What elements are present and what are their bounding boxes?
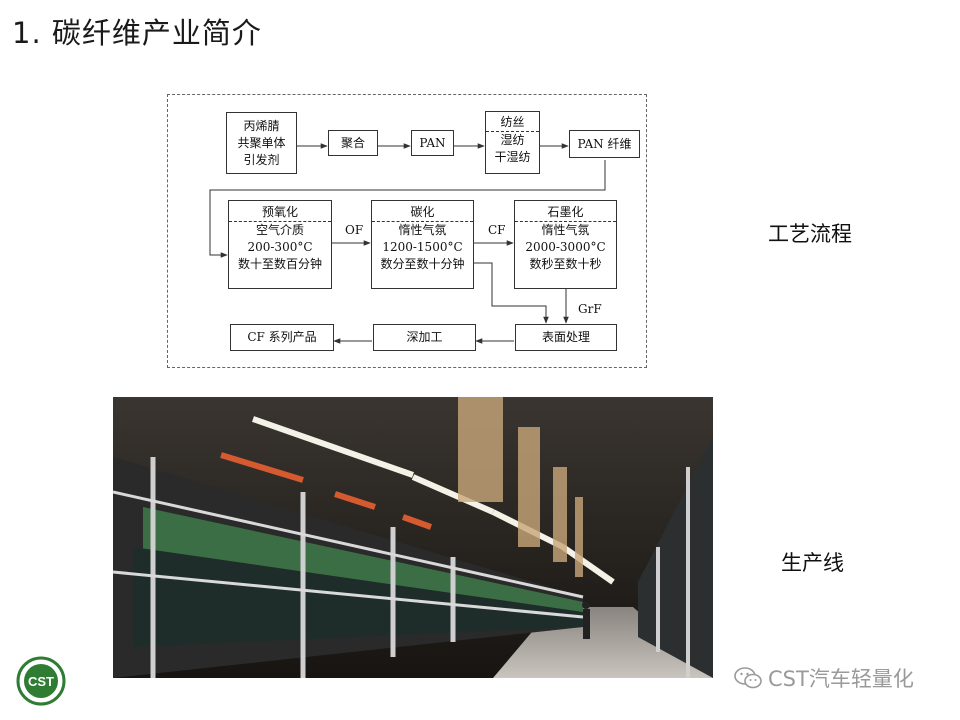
node-deep-processing: 深加工 [373, 324, 476, 351]
node-surface-label: 表面处理 [541, 330, 590, 344]
node-carbonization: 碳化 惰性气氛 1200-1500°C 数分至数十分钟 [371, 200, 474, 289]
edge-label-of: OF [345, 223, 364, 237]
node-spinning-head: 纺丝 [486, 112, 539, 132]
production-line-label: 生产线 [781, 551, 844, 575]
node-surface-treatment: 表面处理 [515, 324, 617, 351]
node-spinning: 纺丝 湿纺 干湿纺 [485, 111, 540, 174]
flow-diagram [167, 94, 647, 368]
node-graphitization: 石墨化 惰性气氛 2000-3000°C 数秒至数十秒 [514, 200, 617, 289]
node-spinning-line: 干湿纺 [494, 150, 531, 164]
node-pan: PAN [411, 130, 454, 156]
edge-label-grf: GrF [578, 302, 602, 316]
node-pan-fiber: PAN 纤维 [569, 130, 640, 158]
production-line-illustration [113, 397, 713, 678]
node-polymerize: 聚合 [328, 130, 378, 156]
edge-panfiber-preox [209, 160, 606, 258]
node-monomer-line: 丙烯腈 [243, 119, 280, 133]
node-polymerize-label: 聚合 [340, 136, 365, 150]
node-carbon-line: 惰性气氛 [398, 223, 447, 237]
node-preox-line: 200-300°C [247, 240, 313, 254]
edge-label-cf: CF [488, 223, 506, 237]
node-monomer-line: 共聚单体 [237, 136, 286, 150]
node-preox-line: 数十至数百分钟 [237, 257, 322, 271]
watermark-text: CST汽车轻量化 [768, 667, 914, 691]
node-monomer-line: 引发剂 [243, 153, 280, 167]
node-graphite-line: 惰性气氛 [541, 223, 590, 237]
wechat-icon [734, 667, 762, 689]
slide-title: 1. 碳纤维产业简介 [12, 16, 262, 50]
node-carbon-head: 碳化 [372, 201, 473, 222]
cst-logo: CST [16, 656, 66, 706]
node-spinning-line: 湿纺 [500, 133, 525, 147]
node-preox-head: 预氧化 [229, 201, 331, 222]
node-carbon-line: 数分至数十分钟 [380, 257, 465, 271]
node-pan-label: PAN [419, 136, 446, 150]
node-pan-fiber-label: PAN 纤维 [577, 137, 632, 151]
watermark: CST汽车轻量化 [734, 664, 914, 692]
production-line-photo [113, 397, 713, 678]
node-carbon-line: 1200-1500°C [382, 240, 463, 254]
node-monomer: 丙烯腈 共聚单体 引发剂 [226, 112, 297, 174]
node-product-label: CF 系列产品 [247, 330, 317, 344]
node-preoxidation: 预氧化 空气介质 200-300°C 数十至数百分钟 [228, 200, 332, 289]
node-deep-label: 深加工 [406, 330, 443, 344]
node-graphite-head: 石墨化 [515, 201, 616, 222]
node-graphite-line: 数秒至数十秒 [529, 257, 602, 271]
node-cf-products: CF 系列产品 [230, 324, 334, 351]
edge-carbon-surface [474, 262, 549, 324]
node-graphite-line: 2000-3000°C [525, 240, 606, 254]
process-label: 工艺流程 [768, 222, 852, 246]
node-preox-line: 空气介质 [255, 223, 304, 237]
logo-text: CST [28, 674, 54, 689]
